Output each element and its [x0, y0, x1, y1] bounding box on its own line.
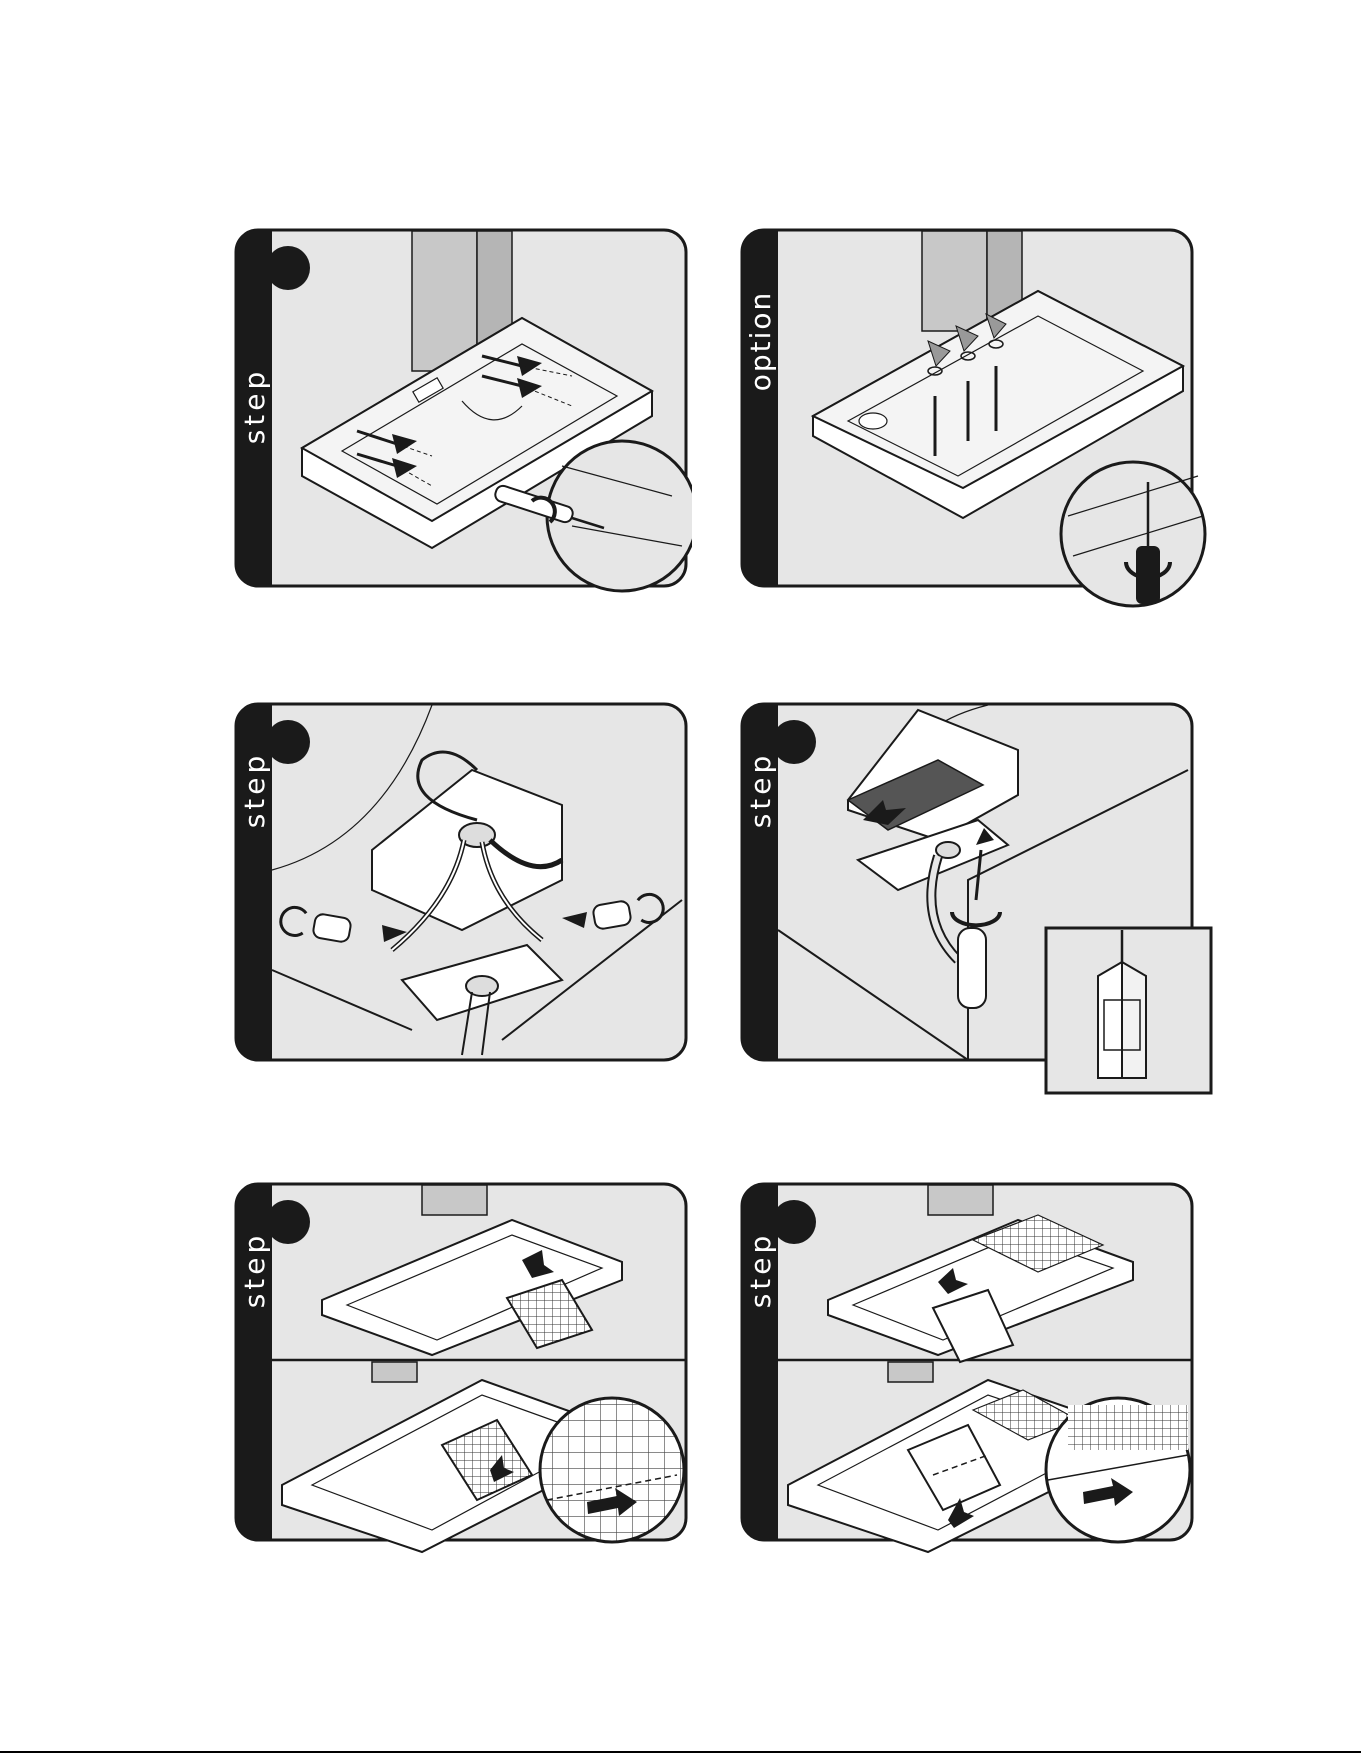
footer-rule [0, 1751, 1361, 1753]
panel-step-cover-plate: step [738, 700, 1218, 1100]
panel-step-grease-filter: step [232, 1180, 712, 1580]
panel-step-charcoal-filter: step [738, 1180, 1218, 1580]
panel-tab-label: step [744, 752, 777, 829]
panel-option-mount-screws: option [738, 226, 1218, 616]
panel-tab-label: option [744, 291, 777, 392]
panel-tab-label: step [744, 1232, 777, 1309]
panel-step-mount-screws: step [232, 226, 692, 616]
panel-tab-label: step [238, 368, 271, 445]
panel-step-wiring: step [232, 700, 692, 1070]
panel-tab-label: step [238, 752, 271, 829]
panel-tab-label: step [238, 1232, 271, 1309]
